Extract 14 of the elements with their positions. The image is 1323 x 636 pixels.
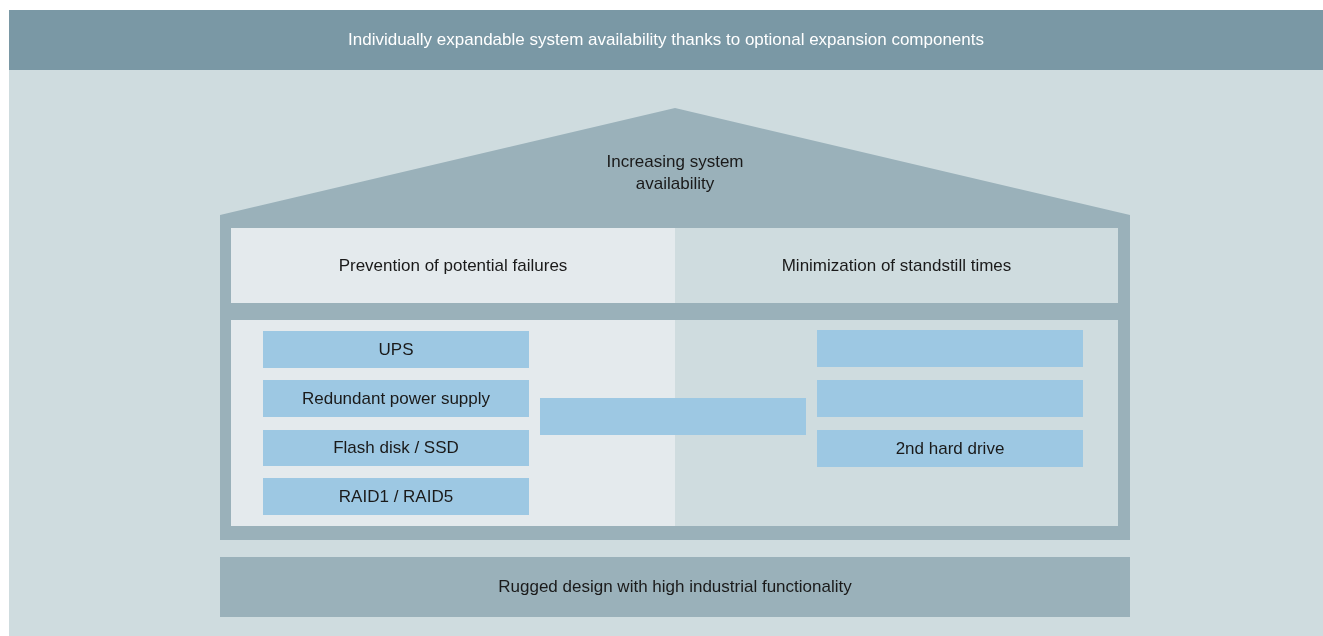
component-box: Redundant power supply — [263, 380, 529, 417]
component-box: 2nd hard drive — [817, 430, 1083, 467]
component-box — [817, 330, 1083, 367]
component-box: RAID1 / RAID5 — [263, 478, 529, 515]
component-box — [540, 398, 806, 435]
house-outline — [220, 108, 1130, 540]
column-heading: Prevention of potential failures — [231, 228, 675, 303]
roof-label: Increasing system availability — [605, 151, 745, 195]
base-band: Rugged design with high industrial functionality — [220, 557, 1130, 617]
column-heading: Minimization of standstill times — [675, 228, 1118, 303]
component-box: Flash disk / SSD — [263, 430, 529, 466]
component-box: UPS — [263, 331, 529, 368]
component-box — [817, 380, 1083, 417]
header-band: Individually expandable system availability thanks to optional expansion components — [9, 10, 1323, 70]
